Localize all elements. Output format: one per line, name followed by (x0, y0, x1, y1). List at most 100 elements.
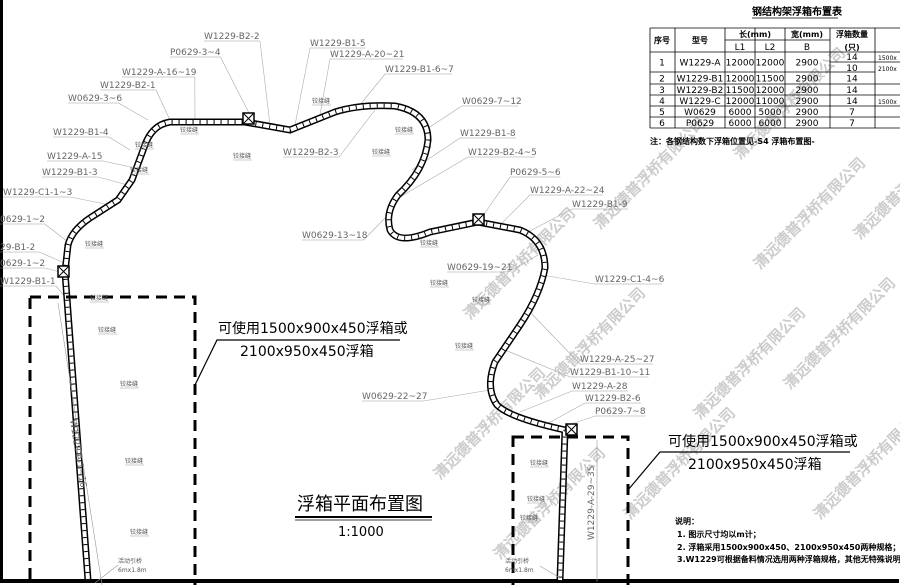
row-l1: 12000 (726, 97, 755, 107)
header-no: 序号 (654, 35, 670, 45)
row-l2: 5000 (759, 108, 782, 118)
row-l1: 6000 (729, 108, 752, 118)
ramp-size: 6mx1.8m (118, 567, 147, 574)
row-l1: 12000 (726, 59, 755, 69)
row-no: 5 (659, 108, 665, 118)
row-b: 2900 (796, 97, 819, 107)
header-l2: L2 (765, 43, 776, 53)
hinge-label: 铰接缝 (372, 148, 390, 156)
row-qty: 10 (846, 64, 858, 74)
row-no: 2 (659, 75, 665, 85)
leader-lines (0, 40, 663, 429)
segment-label: W1229-A-28 (572, 382, 628, 392)
row-l2: 6000 (759, 119, 782, 129)
dimension-label-right: W1229-A-29~35 (587, 465, 597, 540)
row-l1: 11500 (726, 86, 755, 96)
notes: 说明： 1. 图示尺寸均以m计； 2. 浮箱采用1500x900x450、210… (675, 516, 900, 564)
hinge-label: 铰接缝 (472, 296, 490, 304)
note-2: 2. 浮箱采用1500x900x450、2100x950x450两种规格； (677, 542, 900, 553)
anchor-icon (57, 265, 70, 278)
anchor-icon (565, 423, 578, 436)
row-spec: 1500x (878, 55, 897, 62)
hinge-label: 铰接缝 (395, 126, 413, 134)
row-spec: 2100x (878, 66, 897, 73)
segment-label: W1229-A-15 (47, 152, 103, 162)
hinge-label: 铰接缝 (125, 457, 143, 465)
row-b: 2900 (796, 86, 819, 96)
segment-label: W1229-B1-10~11 (570, 368, 650, 378)
notes-title: 说明： (675, 516, 699, 526)
header-width: 宽(mm) (790, 29, 823, 39)
callout-left: 可使用1500x900x450浮箱或 2100x950x450浮箱 (194, 320, 408, 386)
hinge-label: 铰接缝 (120, 380, 138, 388)
anchor-icon (242, 112, 255, 125)
segment-label: W1229-B1-5 (310, 39, 366, 49)
anchor-icon (472, 213, 485, 226)
hinge-label: 铰接缝 (430, 279, 448, 287)
row-b: 2900 (796, 108, 819, 118)
row-model: W0629 (684, 108, 716, 118)
segment-label: W1229-B1-9 (572, 200, 628, 210)
segment-label: W0629-13~18 (302, 231, 368, 241)
segment-label: W1229-A-16~19 (122, 68, 197, 78)
watermark-text: 清远德普浮桥有限公司 (780, 274, 899, 393)
row-model: P0629 (686, 119, 715, 129)
drawing-scale: 1:1000 (338, 525, 384, 540)
hinge-label: 铰接缝 (130, 166, 148, 174)
watermark-text: 清远德普浮桥有限公司 (750, 154, 869, 273)
row-l2: 12000 (756, 86, 785, 96)
watermark-text: 清远德普浮桥有限公司 (690, 304, 809, 423)
segment-label: W1229-B1-3 (42, 168, 98, 178)
segment-label: W1229-B2-1 (100, 81, 156, 91)
row-l2: 11000 (756, 97, 785, 107)
watermark-text: 清远德普浮桥有限公司 (810, 404, 900, 523)
row-qty: 14 (846, 53, 858, 63)
header-model: 型号 (692, 35, 708, 45)
segment-label: W1229-B1-1 (0, 277, 56, 287)
header-qty: 浮箱数量 (836, 29, 868, 39)
segment-labels: W1229-B2-2P0629-3~4W1229-A-16~19W1229-B2… (0, 32, 665, 417)
hinge-label: 铰接缝 (520, 514, 538, 522)
hinge-label: 铰接缝 (135, 141, 153, 149)
hinge-label: 铰接缝 (420, 239, 438, 247)
row-model: W1229-A (679, 59, 721, 69)
hinge-label: 铰接缝 (85, 240, 103, 248)
watermark-layer: 清远德普浮桥有限公司清远德普浮桥有限公司清远德普浮桥有限公司清远德普浮桥有限公司… (430, 44, 900, 563)
row-qty: 14 (846, 75, 858, 85)
row-no: 3 (659, 86, 665, 96)
segment-label: W1229-B1-6~7 (385, 65, 454, 75)
drawing-title: 浮箱平面布置图 (297, 494, 423, 515)
hinge-label: 铰接缝 (312, 97, 330, 105)
watermark-text: 清远德普浮桥有限公司 (850, 124, 900, 243)
segment-label: W0629-7~12 (462, 97, 522, 107)
dashed-area-right (511, 435, 630, 585)
segment-label: W1229-B2-6 (585, 394, 641, 404)
header-qty-unit: (只) (844, 43, 859, 52)
table-title: 钢结构架浮箱布置表 (752, 5, 843, 18)
row-b: 2900 (796, 119, 819, 129)
segment-label: P0629-5~6 (510, 168, 561, 178)
segment-label: W0629-19~21 (447, 263, 513, 273)
header-b: B (804, 43, 810, 53)
ramp-right: 活动引桥 6mx1.8m (505, 557, 561, 579)
callout-right: 可使用1500x900x450浮箱或 2100x950x450浮箱 (627, 433, 858, 491)
segment-label: 0629-1~2 (0, 215, 45, 225)
dimension-label-left: W1229-A-1~16 (67, 419, 88, 489)
row-qty: 14 (846, 86, 858, 96)
segment-label: 0629-1~2 (0, 259, 45, 269)
row-model: W1229-B1 (677, 75, 724, 85)
row-qty: 7 (849, 119, 855, 129)
hinge-label: 铰接缝 (90, 294, 108, 302)
callout-right-line2: 2100x950x450浮箱 (688, 457, 822, 473)
segment-label: P0629-7~8 (595, 407, 646, 417)
row-no: 4 (659, 97, 665, 107)
note-3: 3.W1229可根据备料情况选用两种浮箱规格，其他无特殊说明均使用1500x90 (677, 554, 900, 564)
dimension-line-left (57, 302, 103, 585)
row-qty: 14 (846, 97, 858, 107)
hinge-labels: 铰接缝铰接缝铰接缝铰接缝铰接缝铰接缝铰接缝铰接缝铰接缝铰接缝铰接缝铰接缝铰接缝铰… (85, 97, 549, 537)
ramp-name: 活动引桥 (505, 557, 529, 565)
header-l1: L1 (735, 43, 746, 53)
